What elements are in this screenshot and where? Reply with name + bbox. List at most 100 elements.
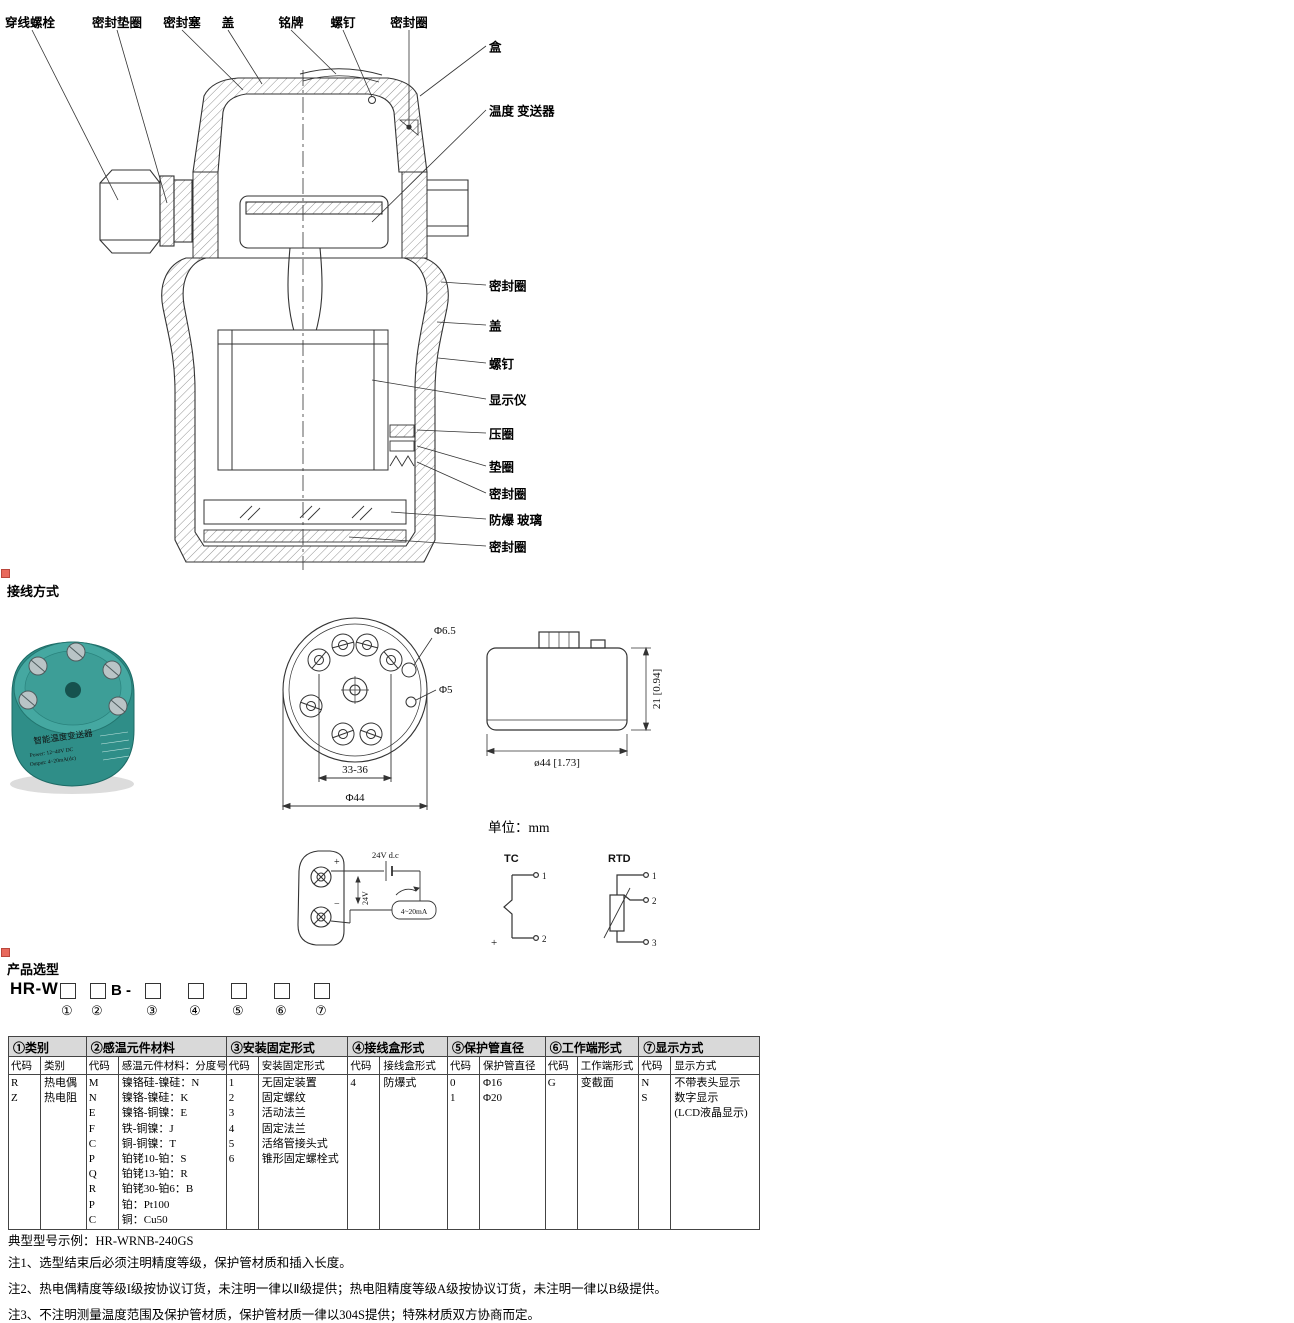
- dimension-lines: [281, 674, 429, 810]
- code-cell: 4: [350, 1077, 356, 1089]
- value-cell: 镍铬-铜镍：E: [121, 1107, 188, 1120]
- model-fixed-segment: B -: [111, 982, 131, 999]
- value-cells: 不带表头显示 数字显示 (LCD液晶显示): [671, 1075, 759, 1229]
- code-cells: 1 2 3 4 5 6: [227, 1075, 259, 1229]
- code-cell: S: [641, 1092, 648, 1105]
- value-header-cell: 安装固定形式: [261, 1061, 325, 1072]
- value-cell: 铂：Pt100: [121, 1198, 170, 1211]
- rtd-wiring-diagram: RTD 1 2 3: [603, 853, 657, 948]
- code-cells: R Z: [9, 1075, 41, 1229]
- part-label: 盖: [489, 319, 502, 334]
- wiring-section-heading: 接线方式: [7, 584, 60, 599]
- value-cell: 活动法兰: [261, 1107, 306, 1120]
- part-label: 盖: [221, 16, 235, 30]
- model-prefix: HR-W: [10, 979, 59, 998]
- mount-hole-5: [405, 696, 417, 708]
- diameter-dim-label: Φ44: [345, 792, 365, 804]
- rtd-title: RTD: [608, 853, 631, 865]
- code-cell: [641, 1106, 668, 1121]
- cross-section-diagram: 穿线螺栓 密封垫圈 密封塞 盖 铭牌 螺钉 密封圈 盒 温度 变送器 密封圈 盖…: [0, 0, 570, 575]
- leader-lines: [31, 29, 487, 547]
- tc-title: TC: [504, 853, 519, 865]
- current-label: 4~20mA: [401, 907, 428, 916]
- table-column-category: ①类别 代码 类别 R Z 热电偶 热电阻: [9, 1037, 87, 1229]
- part-label: 密封圈: [390, 16, 428, 30]
- value-cells: 变截面: [578, 1075, 639, 1229]
- cross-section-drawing: [31, 29, 487, 570]
- selection-table: ①类别 代码 类别 R Z 热电偶 热电阻 ②感温元件材料 代码 感温元件材料：: [8, 1036, 760, 1230]
- value-cell: 锥形固定螺栓式: [261, 1152, 339, 1165]
- code-cell: C: [88, 1213, 97, 1226]
- mount-hole-6-5: [401, 662, 417, 678]
- value-cell: 不带表头显示: [674, 1077, 741, 1089]
- position-mark-6: ⑥: [275, 1003, 287, 1018]
- code-cell: N: [88, 1092, 97, 1105]
- column-header: ②感温元件材料: [86, 1037, 226, 1057]
- value-cell: 铂铑13-铂：R: [121, 1168, 188, 1181]
- part-label: 穿线螺栓: [4, 16, 56, 30]
- transmitter-module: [239, 195, 389, 341]
- tc-terminal-2: 2: [542, 934, 547, 944]
- value-cell: 变截面: [580, 1077, 614, 1089]
- value-cell: 防爆式: [383, 1077, 417, 1089]
- loop-wiring-diagram: 24V d.c 4~20mA + − 24V: [297, 850, 437, 946]
- code-cells: G: [546, 1075, 578, 1229]
- tc-plus-mark: +: [491, 937, 497, 949]
- part-label: 垫圈: [489, 460, 515, 475]
- unit-label: 单位：mm: [488, 820, 550, 835]
- code-cell: E: [88, 1107, 96, 1120]
- value-header-cell: 类别: [44, 1061, 65, 1072]
- value-header-cell: 工作端形式: [580, 1061, 634, 1072]
- cable-gland-right: [427, 179, 469, 237]
- value-cell: 铁-铜镍：J: [121, 1122, 174, 1135]
- code-header-cell: 代码: [87, 1057, 119, 1074]
- value-cells: 热电偶 热电阻: [41, 1075, 86, 1229]
- value-cell: Φ20: [483, 1092, 503, 1105]
- code-cell: F: [88, 1122, 95, 1135]
- position-mark-4: ④: [189, 1003, 201, 1018]
- code-cell: R: [88, 1183, 97, 1196]
- table-column-mounting: ③安装固定形式 代码 安装固定形式 1 2 3 4 5 6 无固定装置 固定螺纹…: [226, 1037, 349, 1229]
- code-header-cell: 代码: [639, 1057, 672, 1074]
- span-dim-label: 33-36: [342, 764, 368, 776]
- code-cell: C: [88, 1137, 97, 1150]
- bottom-seal-ring: [203, 529, 407, 543]
- code-cells: M N E F C P Q R P C: [87, 1075, 119, 1229]
- value-cell: 镍铬-镍硅：K: [121, 1092, 189, 1105]
- table-column-junction-box: ④接线盒形式 代码 接线盒形式 4 防爆式: [348, 1037, 449, 1229]
- selection-section-heading: 产品选型: [7, 962, 60, 977]
- model-code-box-7: [314, 983, 330, 999]
- cable-gland-left: [99, 169, 193, 254]
- value-cells: Φ16 Φ20: [480, 1075, 545, 1229]
- dimension-lines: [485, 646, 651, 756]
- part-label: 螺钉: [489, 357, 515, 372]
- code-cell: M: [88, 1077, 99, 1089]
- part-label: 密封圈: [489, 487, 527, 502]
- position-mark-7: ⑦: [315, 1003, 327, 1018]
- supply-label: 24V d.c: [372, 850, 399, 860]
- code-cell: 1: [450, 1092, 456, 1105]
- center-hole: [65, 682, 81, 698]
- value-cells: 无固定装置 固定螺纹 活动法兰 固定法兰 活络管接头式 锥形固定螺栓式: [259, 1075, 348, 1229]
- note-1: 注1、选型结束后必须注明精度等级，保护管材质和插入长度。: [8, 1256, 352, 1270]
- height-dim-label: 21 [0.94]: [651, 669, 663, 709]
- code-cell: Q: [88, 1168, 97, 1181]
- value-cell: 铂铑30-铂6：B: [121, 1183, 194, 1196]
- typical-model-example: 典型型号示例：HR-WRNB-240GS: [8, 1234, 194, 1248]
- part-label: 密封垫圈: [91, 16, 143, 30]
- table-column-tube-diameter: ⑤保护管直径 代码 保护管直径 0 1 Φ16 Φ20: [448, 1037, 546, 1229]
- housing-lid: [192, 68, 428, 173]
- side-view-drawing: 21 [0.94] ø44 [1.73]: [485, 631, 663, 769]
- position-mark-5: ⑤: [232, 1003, 244, 1018]
- neck-wall-right: [401, 171, 428, 259]
- value-cell: 数字显示: [674, 1092, 719, 1105]
- plus-mark: +: [334, 857, 340, 868]
- rtd-terminal-2: 2: [652, 896, 657, 906]
- note-2: 注2、热电偶精度等级I级按协议订货，未注明一律以Ⅱ级提供；热电阻精度等级A级按协…: [8, 1282, 667, 1296]
- code-cell: 4: [228, 1122, 235, 1135]
- rtd-terminal-3: 3: [652, 938, 657, 948]
- code-header-cell: 代码: [348, 1057, 381, 1074]
- value-cell: 铜-铜镍：T: [121, 1137, 177, 1150]
- column-header: ⑦显示方式: [639, 1037, 759, 1057]
